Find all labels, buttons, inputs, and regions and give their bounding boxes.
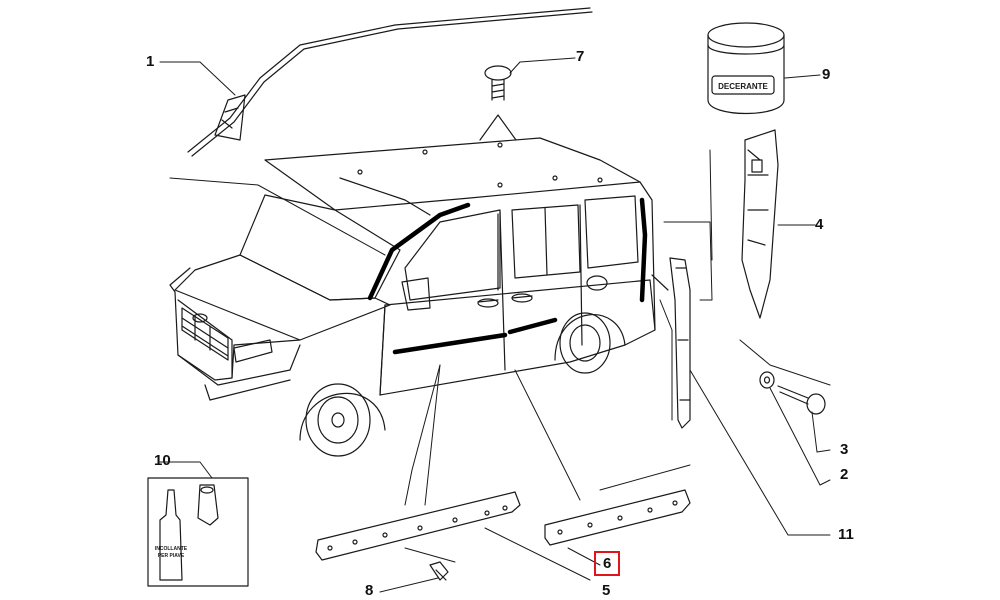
callout-5: 5 xyxy=(602,582,611,599)
leader-lines xyxy=(159,57,831,593)
callout-8: 8 xyxy=(365,582,374,599)
callout-10: 10 xyxy=(154,452,171,469)
bottle-label-line2: PER PIAVE xyxy=(158,553,185,559)
part-10-adhesive-kit xyxy=(147,477,249,587)
part-8-clip xyxy=(429,561,449,581)
part-4-pillar-trim xyxy=(741,129,779,319)
callout-6: 6 xyxy=(594,551,621,576)
part-7-clip xyxy=(479,65,517,141)
part-11-strip xyxy=(651,257,691,429)
jar-label: DECERANTE xyxy=(718,82,768,91)
part-3-screw xyxy=(777,385,826,415)
sliding-door-moulding xyxy=(507,317,558,335)
callout-1: 1 xyxy=(146,53,155,70)
callout-4: 4 xyxy=(815,216,824,233)
front-door-moulding xyxy=(392,332,508,355)
part-6-moulding xyxy=(544,489,691,546)
callout-9: 9 xyxy=(822,66,831,83)
part-1-windscreen-trim xyxy=(187,7,593,157)
callout-3: 3 xyxy=(840,441,849,458)
part-9-jar xyxy=(707,22,785,114)
van-illustration xyxy=(169,137,656,457)
callout-2: 2 xyxy=(840,466,849,483)
bottle-label-line1: INCOLLANTE xyxy=(155,546,188,552)
part-5-moulding xyxy=(315,491,521,561)
callout-11: 11 xyxy=(838,526,854,543)
windscreen-pillar-seal xyxy=(367,202,471,301)
rear-pillar-seal xyxy=(639,197,648,303)
van-seal-highlights xyxy=(367,197,648,355)
callout-7: 7 xyxy=(576,48,585,65)
part-2-washer xyxy=(759,371,775,389)
